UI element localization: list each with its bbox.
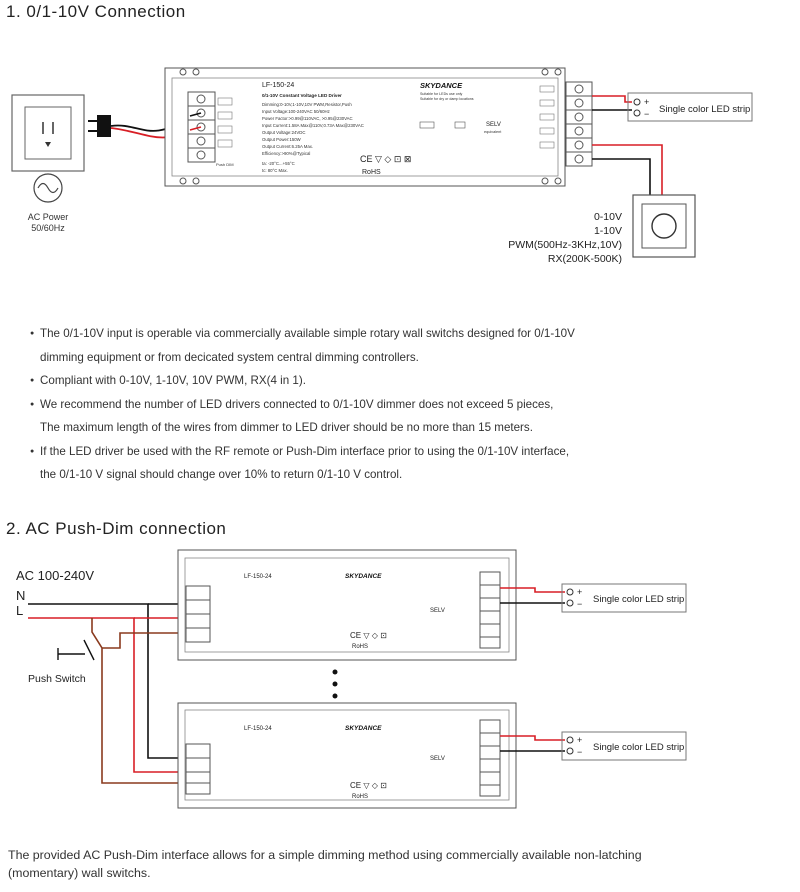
footer-note: The provided AC Push-Dim interface allow…	[8, 846, 642, 882]
svg-text:CE ▽ ◇ ⊡: CE ▽ ◇ ⊡	[350, 631, 387, 640]
svg-text:CE ▽ ◇ ⊡: CE ▽ ◇ ⊡	[350, 781, 387, 790]
led-driver-2: LF-150-24 SKYDANCE CE ▽ ◇ ⊡ RoHS SELV	[177, 702, 517, 809]
note-item-4-cont: the 0/1-10 V signal should change over 1…	[40, 468, 403, 481]
svg-text:LF-150-24: LF-150-24	[244, 726, 272, 732]
note-item-3-cont: The maximum length of the wires from dim…	[40, 421, 533, 434]
suitable-line-0: Suitable for LEDs use only	[420, 92, 463, 96]
dimmer-label-3: RX(200K-500K)	[548, 253, 622, 265]
dimmer-label-1: 1-10V	[594, 225, 622, 237]
diagram-01-10v: AC Power 50/60Hz Push DIM LF-150-24	[11, 67, 753, 265]
led-strip-connector-icon: + −	[633, 97, 649, 119]
svg-text:RoHS: RoHS	[352, 644, 368, 650]
svg-text:LF-150-24: LF-150-24	[244, 574, 272, 580]
driver-subtitle: 0/1-10V Constant Voltage LED Driver	[262, 93, 342, 98]
led-driver: Push DIM LF-150-24 0/1-10V Constant Volt…	[164, 67, 593, 187]
dimmer-label-2: PWM(500Hz-3KHz,10V)	[508, 239, 622, 251]
footer-line-2: (momentary) wall switchs.	[8, 866, 151, 880]
push-dim-terminal-label: Push DIM	[216, 162, 234, 167]
note-item-2: Compliant with 0-10V, 1-10V, 10V PWM, RX…	[30, 369, 575, 393]
led-strip-label-2: Single color LED strip	[593, 594, 684, 605]
svg-text:−: −	[577, 599, 582, 609]
note-item-4: If the LED driver be used with the RF re…	[30, 440, 575, 464]
rotary-dimmer-icon	[632, 194, 696, 258]
driver-spec-5: Output Power:150W	[262, 137, 302, 142]
ellipsis-icon	[332, 669, 338, 699]
driver-spec-0: Dimming:0-10V,1-10V,10V PWM,Resistor,Pus…	[262, 102, 352, 107]
note-item-3: We recommend the number of LED drivers c…	[30, 393, 575, 417]
svg-text:RoHS: RoHS	[352, 794, 368, 800]
svg-text:−: −	[577, 747, 582, 757]
driver-spec-1: Input Voltage:100-240VAC 50/60Hz	[262, 109, 330, 114]
section1-title: 1. 0/1-10V Connection	[6, 2, 186, 21]
driver-model: LF-150-24	[262, 82, 294, 89]
note-item-1-cont: dimming equipment or from decicated syst…	[40, 350, 419, 364]
svg-text:+: +	[577, 587, 582, 597]
note-item-1: The 0/1-10V input is operable via commer…	[30, 322, 575, 346]
push-switch-icon	[57, 639, 95, 661]
driver-temp-tc: tc: 80°C Max.	[262, 168, 288, 173]
driver-spec-4: Output Voltage:24VDC	[262, 130, 305, 135]
driver-spec-7: Efficiency:>90%@Typical	[262, 151, 310, 156]
neutral-label: N	[16, 588, 25, 603]
svg-text:SELV: SELV	[430, 608, 445, 614]
diagram-push-dim: AC 100-240V N L Push Switch LF-150-24 SK…	[16, 549, 687, 809]
driver-spec-6: Output Current:6.25A Max.	[262, 144, 313, 149]
svg-text:SELV: SELV	[430, 756, 445, 762]
led-driver-1: LF-150-24 SKYDANCE CE ▽ ◇ ⊡ RoHS SELV	[177, 549, 517, 661]
rohs-mark: RoHS	[362, 169, 381, 176]
footer-line-1: The provided AC Push-Dim interface allow…	[8, 848, 642, 862]
driver-temp-ta: ta: -20°C...+55°C	[262, 161, 295, 166]
ac-frequency-label: 50/60Hz	[31, 223, 65, 233]
line-label: L	[16, 603, 23, 618]
led-strip-label-3: Single color LED strip	[593, 742, 684, 753]
svg-text:SKYDANCE: SKYDANCE	[345, 573, 382, 580]
wall-outlet-icon	[11, 94, 85, 172]
svg-text:−: −	[644, 109, 649, 119]
section2-title: 2. AC Push-Dim connection	[6, 519, 227, 538]
selv-sub: equivalent	[484, 130, 502, 134]
driver-spec-2: Power Factor:>0.99@110VAC, >0.95@230VAC	[262, 116, 353, 121]
brand-logo: SKYDANCE	[420, 81, 463, 90]
driver-spec-3: Input Current:1.58A Max@110V,0.73A Max@2…	[262, 123, 364, 128]
led-strip-label-1: Single color LED strip	[659, 104, 750, 115]
selv-mark: SELV	[486, 122, 501, 128]
ac-power-label: AC Power	[28, 212, 69, 222]
svg-text:+: +	[577, 735, 582, 745]
svg-text:SKYDANCE: SKYDANCE	[345, 725, 382, 732]
push-switch-label: Push Switch	[28, 673, 86, 685]
dimmer-label-0: 0-10V	[594, 211, 622, 223]
ac-voltage-label: AC 100-240V	[16, 568, 94, 583]
certification-marks: CE ▽ ◇ ⊡ ⊠	[360, 154, 411, 164]
suitable-line-1: Suitable for dry or damp locations	[420, 97, 474, 101]
ac-sine-icon	[33, 173, 63, 203]
svg-text:+: +	[644, 97, 649, 107]
notes-list: The 0/1-10V input is operable via commer…	[30, 322, 575, 487]
